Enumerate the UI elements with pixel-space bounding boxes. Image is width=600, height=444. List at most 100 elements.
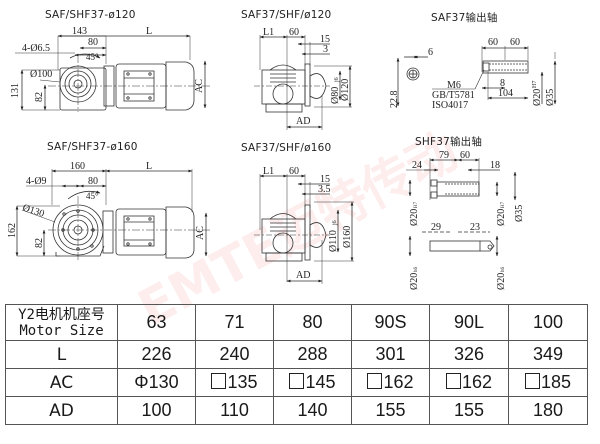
column-header: 71 <box>195 304 274 341</box>
svg-text:18: 18 <box>490 160 500 171</box>
svg-text:Ø130: Ø130 <box>21 202 46 219</box>
svg-text:160: 160 <box>70 161 85 172</box>
view-title-saf-shf37-120: SAF/SHF37-ø120 <box>45 9 136 21</box>
table-cell: 110 <box>195 396 274 425</box>
dims-saf-shf37-160: 160 L 4-Ø9 80 45° Ø130 162 82 AC <box>7 161 206 248</box>
table-header-row: Y2电机机座号 Motor Size 63 71 80 90S 90L 100 <box>5 304 588 341</box>
table-cell: 226 <box>117 340 196 369</box>
dims-shf37-shaft: 79 60 24 18 Ø20 H7 Ø20 H7 Ø35 29 23 Ø20 … <box>409 150 525 290</box>
row-label: L <box>5 340 118 369</box>
svg-text:Ø80: Ø80 <box>330 87 341 104</box>
square-frame-icon <box>367 373 383 389</box>
svg-text:H7: H7 <box>501 201 506 208</box>
column-header: 63 <box>117 304 196 341</box>
svg-text:GB/T5781: GB/T5781 <box>432 90 475 101</box>
column-header: 80 <box>273 304 352 341</box>
svg-text:AC: AC <box>195 226 206 240</box>
svg-text:3: 3 <box>323 44 328 55</box>
row-label: AC <box>5 368 118 397</box>
svg-text:104: 104 <box>498 88 513 99</box>
svg-text:143: 143 <box>72 26 87 37</box>
table-cell: 288 <box>273 340 352 369</box>
dims-saf37-shf-120: L1 60 15 3 Ø80 j6 Ø120 AD <box>263 27 351 127</box>
svg-text:Ø20: Ø20 <box>409 209 420 226</box>
ac-value: 162 <box>461 372 493 392</box>
svg-text:j6: j6 <box>334 77 340 83</box>
square-frame-icon <box>211 373 227 389</box>
view-title-shf37-shaft: SHF37输出轴 <box>415 136 483 148</box>
table-cell: 185 <box>508 368 588 397</box>
svg-text:Ø160: Ø160 <box>342 226 353 248</box>
table-cell: 240 <box>195 340 274 369</box>
table-cell: 162 <box>429 368 509 397</box>
view-title-saf-shf37-160: SAF/SHF37-ø160 <box>47 141 138 153</box>
table-cell: 349 <box>508 340 588 369</box>
view-title-saf37-shf-120: SAF37/SHF/ø120 <box>241 9 332 21</box>
square-frame-icon <box>289 373 305 389</box>
svg-text:24: 24 <box>412 160 422 171</box>
svg-text:h6: h6 <box>414 267 419 273</box>
table-cell: 301 <box>351 340 430 369</box>
drawing-shf37-shaft <box>406 158 517 257</box>
dims-saf37-shf-160: L1 60 15 3.5 Ø110 j6 Ø160 AD <box>263 166 353 281</box>
svg-text:AC: AC <box>194 79 205 93</box>
svg-text:45°: 45° <box>86 52 99 62</box>
svg-text:Ø100: Ø100 <box>30 69 52 80</box>
svg-text:4-Ø6.5: 4-Ø6.5 <box>22 43 50 54</box>
column-header: 90S <box>351 304 430 341</box>
svg-text:23: 23 <box>470 222 480 233</box>
drawing-saf-shf37-120 <box>15 34 210 112</box>
square-frame-icon <box>445 373 461 389</box>
svg-text:AD: AD <box>296 116 310 127</box>
drawing-saf-shf37-160 <box>15 169 210 262</box>
svg-text:80: 80 <box>88 176 98 187</box>
svg-text:Ø20: Ø20 <box>409 273 420 290</box>
table-cell: 155 <box>429 396 509 425</box>
svg-text:60: 60 <box>289 166 299 177</box>
svg-text:162: 162 <box>7 223 18 238</box>
motor-size-table: Y2电机机座号 Motor Size 63 71 80 90S 90L 100 … <box>5 304 588 425</box>
svg-text:45°: 45° <box>86 191 99 201</box>
svg-text:L: L <box>146 26 152 37</box>
technical-drawings: 143 L 4-Ø6.5 80 45° Ø100 131 82 AC <box>7 26 557 290</box>
ac-value: Φ130 <box>134 372 179 392</box>
table-cell: 145 <box>273 368 352 397</box>
svg-text:22.8: 22.8 <box>389 91 400 109</box>
table-cell: 180 <box>508 396 588 425</box>
svg-text:Ø120: Ø120 <box>340 79 351 101</box>
svg-text:29: 29 <box>431 222 441 233</box>
ac-value: 145 <box>305 372 336 392</box>
table-cell: 162 <box>351 368 430 397</box>
svg-text:ISO4017: ISO4017 <box>432 100 468 111</box>
ac-value: 185 <box>540 372 572 392</box>
dims-saf37-shaft: 6 22.8 M6 GB/T5781 ISO4017 60 60 8 104 Ø… <box>389 37 556 111</box>
table-cell: Φ130 <box>117 368 196 397</box>
svg-text:60: 60 <box>460 150 470 161</box>
table-row: AD 100 110 140 155 155 180 <box>5 396 588 425</box>
svg-text:8: 8 <box>500 78 505 89</box>
dims-saf-shf37-120: 143 L 4-Ø6.5 80 45° Ø100 131 82 AC <box>10 26 205 102</box>
svg-text:80: 80 <box>88 37 98 48</box>
svg-text:Ø20: Ø20 <box>496 273 507 290</box>
svg-text:L1: L1 <box>263 27 274 38</box>
svg-text:Ø35: Ø35 <box>545 89 556 106</box>
table-cell: 155 <box>351 396 430 425</box>
svg-text:6: 6 <box>428 47 433 58</box>
svg-text:131: 131 <box>10 83 21 98</box>
table-cell: 135 <box>195 368 274 397</box>
svg-text:15: 15 <box>320 34 330 45</box>
svg-text:AD: AD <box>296 270 310 281</box>
table-header-label: Y2电机机座号 Motor Size <box>5 304 118 341</box>
table-cell: 326 <box>429 340 509 369</box>
ac-value: 135 <box>227 372 258 392</box>
svg-text:Ø110: Ø110 <box>328 230 339 252</box>
row-label: AD <box>5 396 118 425</box>
column-header: 100 <box>508 304 588 341</box>
square-frame-icon <box>524 373 540 389</box>
drawing-saf37-shf-160 <box>254 174 354 284</box>
drawing-saf37-shaft <box>396 46 557 107</box>
svg-text:Ø20: Ø20 <box>532 89 543 106</box>
drawing-saf37-shf-120 <box>254 35 352 130</box>
svg-text:4-Ø9: 4-Ø9 <box>26 176 47 187</box>
table-cell: 100 <box>117 396 196 425</box>
